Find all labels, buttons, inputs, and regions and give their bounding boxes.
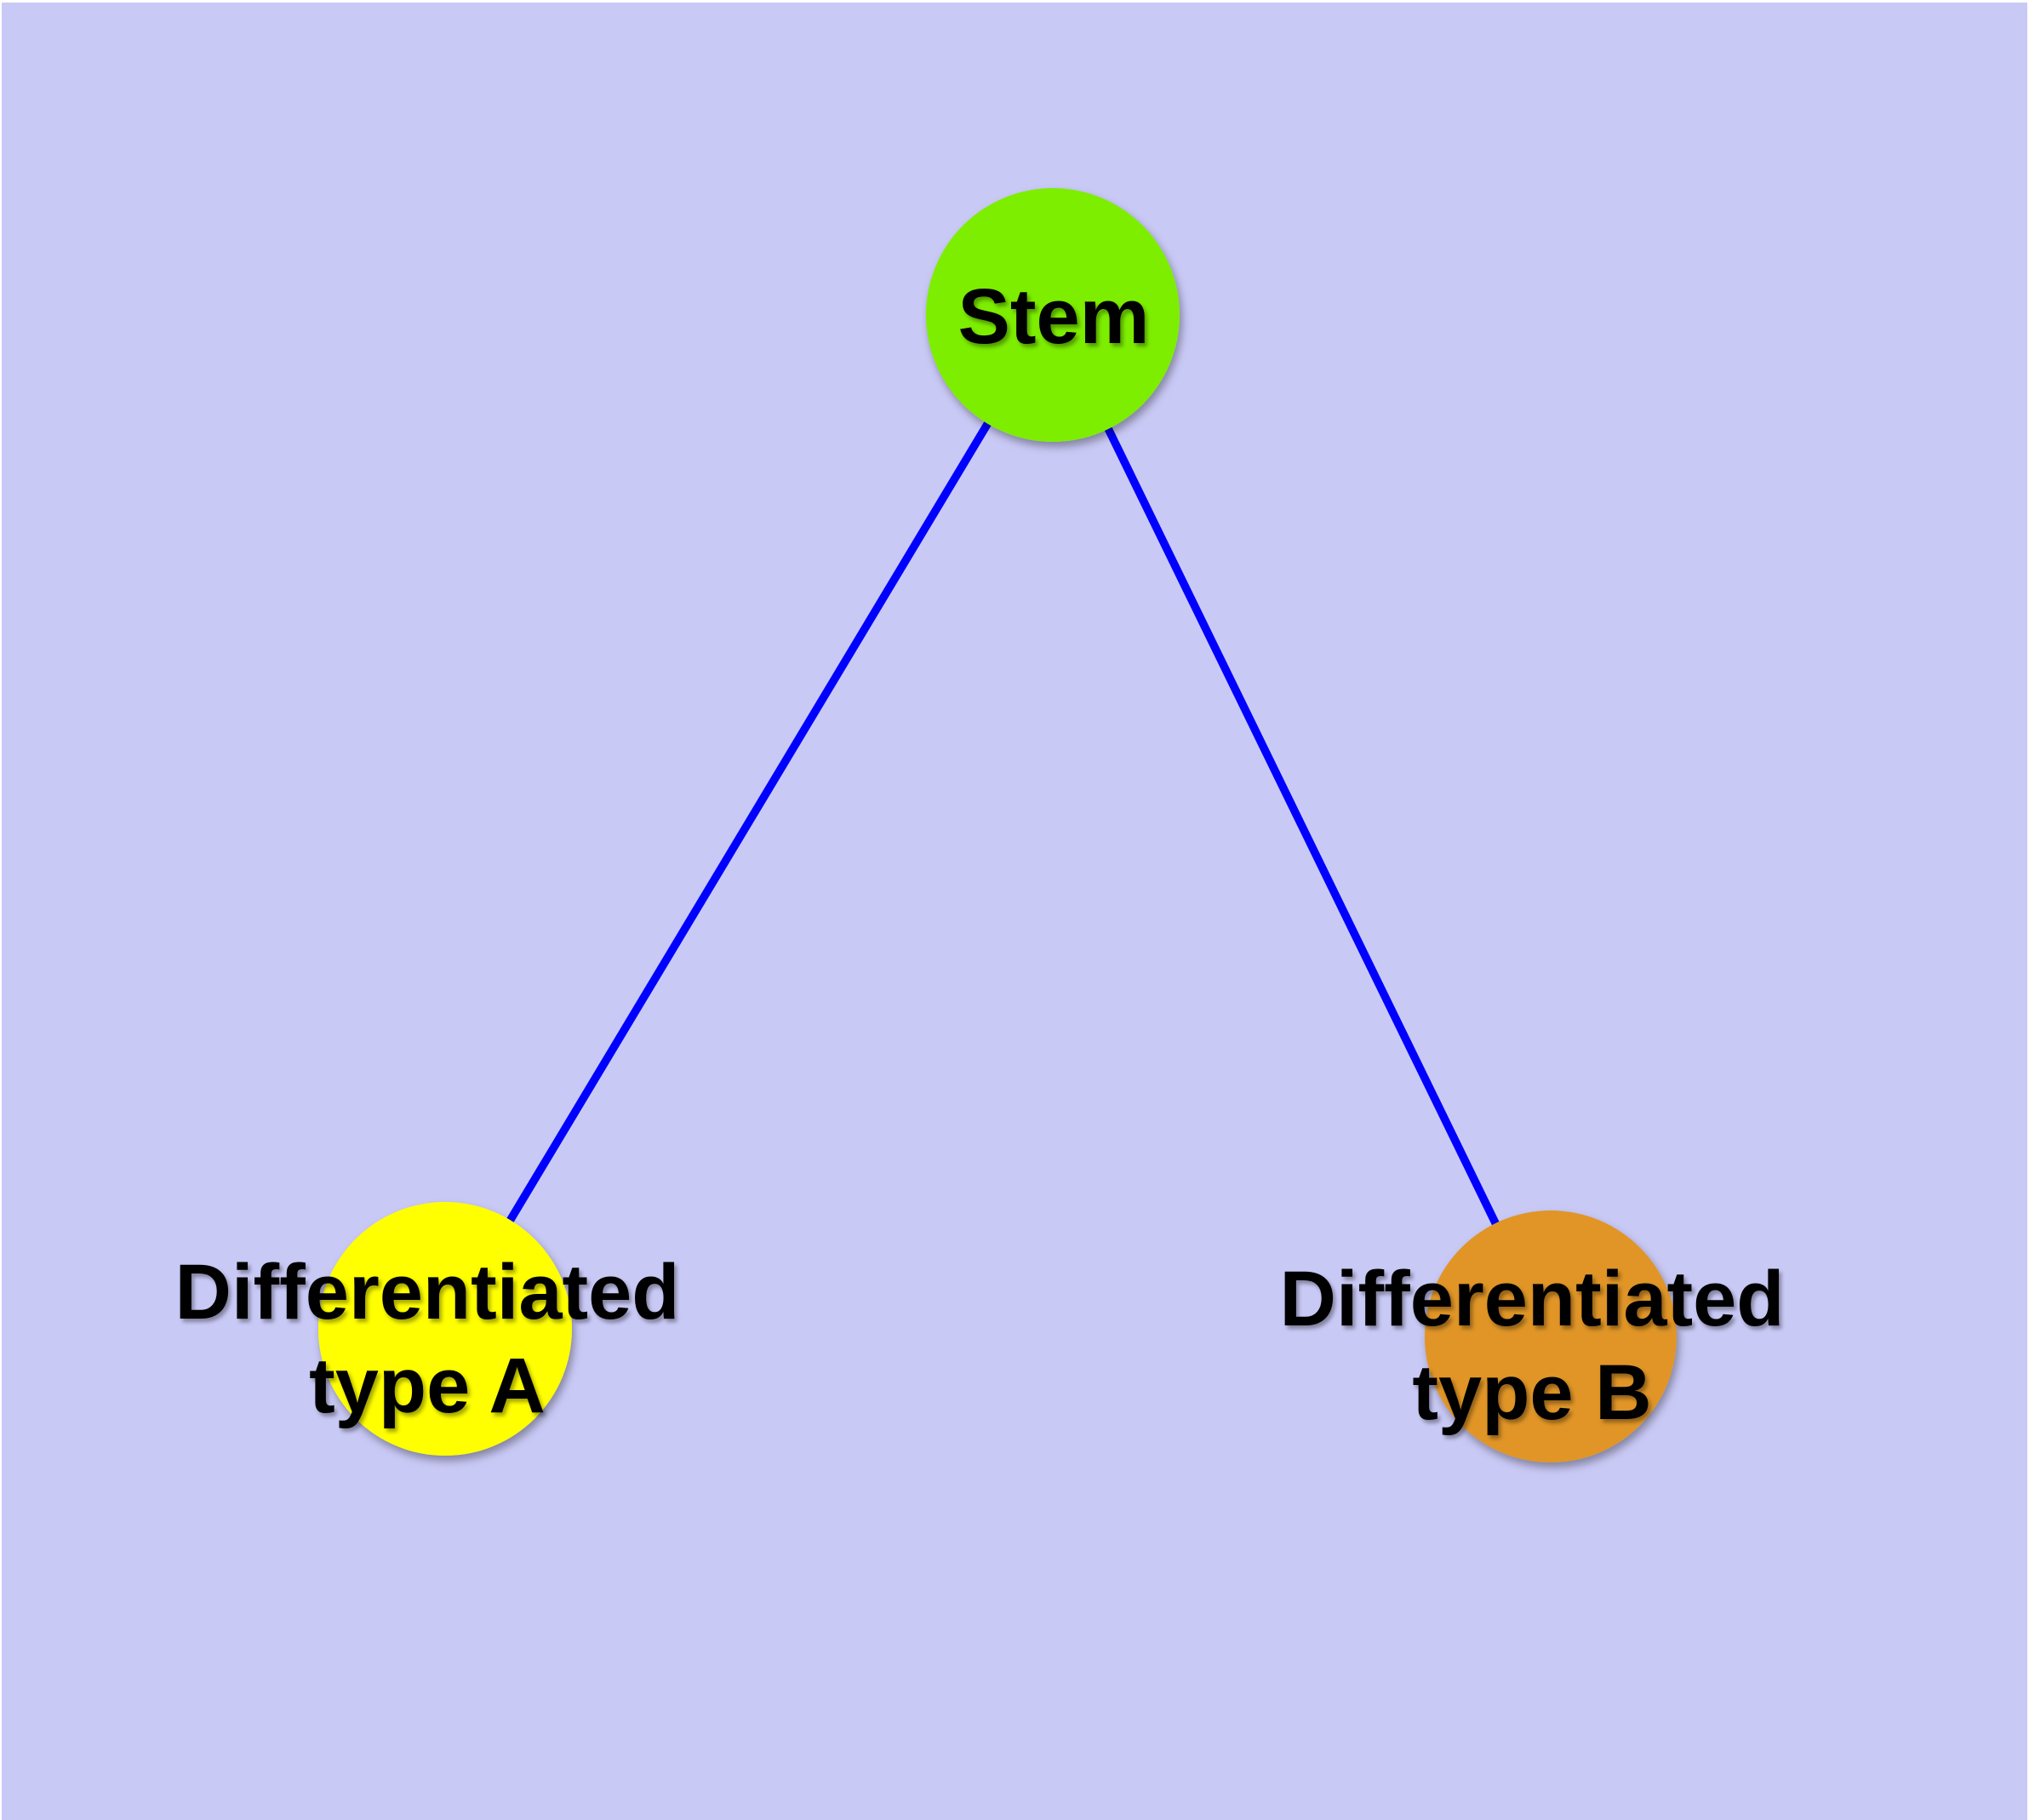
edge-stem-to-type-a: [441, 312, 1057, 1331]
node-type-b-label-line1: Differentiated: [1280, 1256, 1785, 1342]
node-stem-label: Stem: [958, 273, 1150, 360]
node-stem: [926, 188, 1180, 442]
node-type-a-label-line2: type A: [309, 1342, 546, 1429]
node-type-a-label-line1: Differentiated: [175, 1249, 680, 1336]
node-differentiated-type-a: [318, 1202, 572, 1456]
node-differentiated-type-b: [1425, 1210, 1677, 1462]
node-type-b-label-line2: type B: [1412, 1349, 1651, 1436]
edge-stem-to-type-b: [1049, 312, 1555, 1339]
